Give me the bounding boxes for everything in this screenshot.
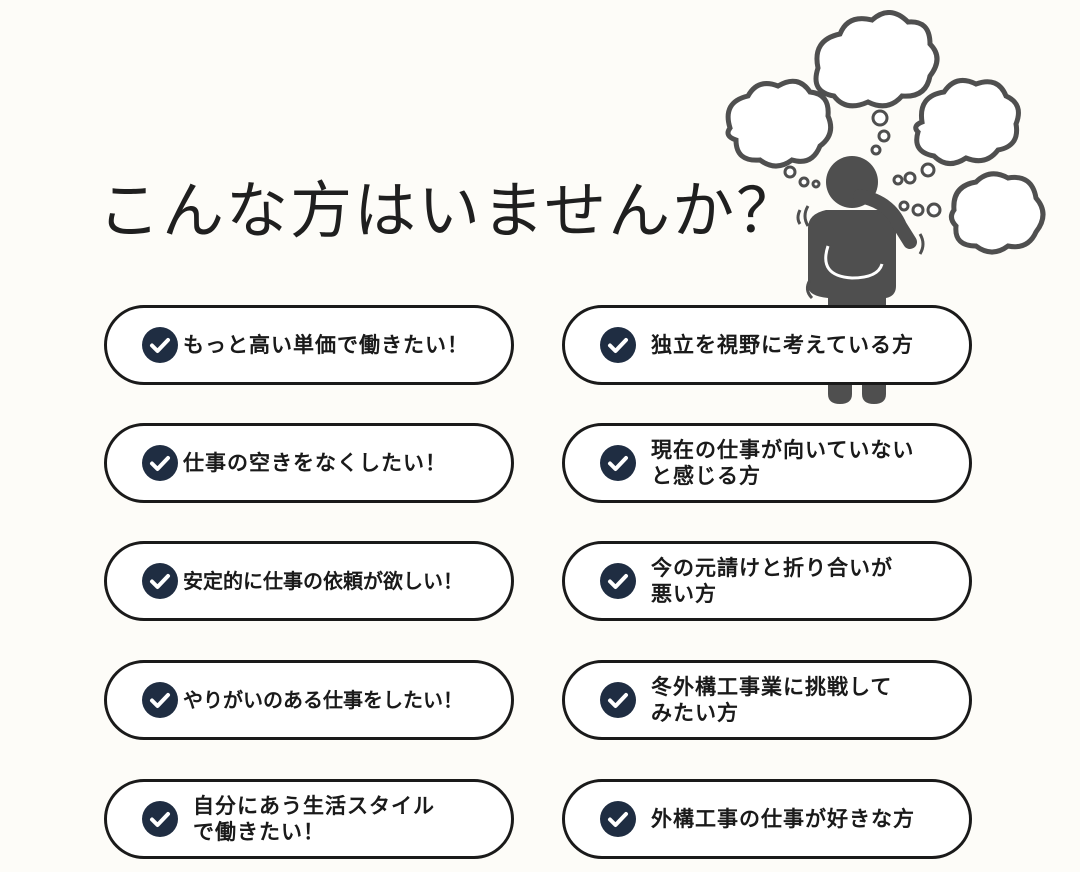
item-label: 独立を視野に考えている方 — [651, 333, 914, 357]
check-circle-icon — [142, 682, 178, 718]
item-love-exterior-work: 外構工事の仕事が好きな方 — [562, 779, 972, 859]
check-circle-icon — [142, 327, 178, 363]
check-circle-icon — [600, 327, 636, 363]
item-label: やりがいのある仕事をしたい！ — [183, 688, 463, 712]
check-circle-icon — [600, 563, 636, 599]
page-title: こんな方はいませんか？ — [98, 174, 801, 247]
check-circle-icon — [142, 563, 178, 599]
check-circle-icon — [142, 445, 178, 481]
check-circle-icon — [142, 801, 178, 837]
item-job-mismatch: 現在の仕事が向いていない と感じる方 — [562, 423, 972, 503]
item-independence: 独立を視野に考えている方 — [562, 305, 972, 385]
item-label: 現在の仕事が向いていない と感じる方 — [651, 438, 915, 488]
item-label: 冬外構工事業に挑戦して みたい方 — [651, 675, 893, 725]
item-lifestyle: 自分にあう生活スタイル で働きたい！ — [104, 779, 514, 859]
item-rewarding: やりがいのある仕事をしたい！ — [104, 660, 514, 740]
item-label: もっと高い単価で働きたい！ — [183, 333, 469, 357]
check-circle-icon — [600, 445, 636, 481]
item-label: 今の元請けと折り合いが 悪い方 — [651, 556, 893, 606]
item-label: 自分にあう生活スタイル で働きたい！ — [193, 794, 435, 844]
item-high-rate: もっと高い単価で働きたい！ — [104, 305, 514, 385]
check-circle-icon — [600, 801, 636, 837]
item-no-gaps: 仕事の空きをなくしたい！ — [104, 423, 514, 503]
item-label: 外構工事の仕事が好きな方 — [651, 807, 915, 831]
item-label: 仕事の空きをなくしたい！ — [183, 451, 447, 475]
check-circle-icon — [600, 682, 636, 718]
item-contractor-conflict: 今の元請けと折り合いが 悪い方 — [562, 541, 972, 621]
item-stable-work: 安定的に仕事の依頼が欲しい！ — [104, 541, 514, 621]
item-label: 安定的に仕事の依頼が欲しい！ — [183, 569, 463, 593]
item-challenge: 冬外構工事業に挑戦して みたい方 — [562, 660, 972, 740]
